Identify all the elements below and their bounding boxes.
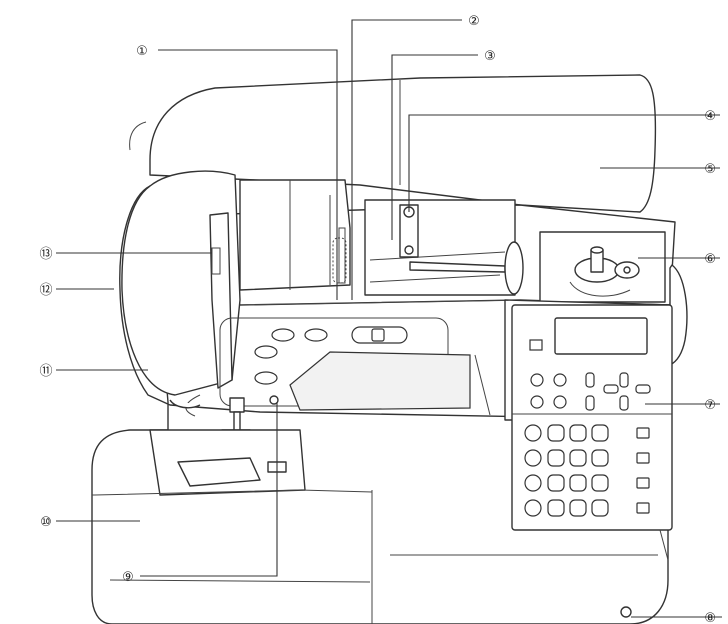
panel-square-button	[547, 424, 565, 442]
panel-square-button	[547, 499, 565, 517]
thread-guide-slot	[211, 247, 221, 275]
callout-11: ⑪	[39, 364, 52, 379]
callout-7: ⑦	[704, 398, 716, 413]
panel-square-button	[569, 449, 587, 467]
panel-square-button	[547, 449, 565, 467]
callouts: ① ② ③ ④ ⑤ ⑥ ⑦ ⑧ ⑨ ⑩ ⑪ ⑫ ⑬	[39, 14, 716, 624]
top-cover	[149, 74, 657, 213]
callout-9: ⑨	[122, 570, 134, 585]
panel-small-square-button	[636, 452, 650, 464]
leader-lines	[56, 19, 722, 618]
panel-small-button	[529, 339, 543, 351]
front-buttons	[254, 326, 408, 385]
panel-square-button	[591, 449, 609, 467]
panel-buttons-upper	[530, 372, 651, 411]
panel-round-button	[524, 474, 542, 492]
callout-10: ⑩	[40, 515, 52, 530]
callout-6: ⑥	[704, 252, 716, 267]
callout-3: ③	[484, 49, 496, 64]
panel-square-button	[569, 474, 587, 492]
panel-square-button	[591, 499, 609, 517]
panel-square-button	[591, 424, 609, 442]
panel-buttons-lower	[524, 424, 650, 517]
panel-square-button	[569, 424, 587, 442]
callout-4: ④	[704, 109, 716, 124]
callout-12: ⑫	[39, 283, 52, 298]
panel-square-button	[547, 474, 565, 492]
panel-small-square-button	[636, 427, 650, 439]
panel-square-button	[591, 474, 609, 492]
panel-round-button	[524, 499, 542, 517]
panel-small-square-button	[636, 502, 650, 514]
callout-1: ①	[136, 44, 148, 59]
panel-round-button	[524, 449, 542, 467]
callout-2: ②	[468, 14, 480, 29]
sewing-machine	[91, 74, 688, 624]
lcd-screen	[554, 317, 648, 355]
callout-5: ⑤	[704, 162, 716, 177]
callout-8: ⑧	[704, 611, 716, 624]
panel-small-square-button	[636, 477, 650, 489]
panel-round-button	[524, 424, 542, 442]
power-switch	[620, 606, 632, 618]
panel-square-button	[569, 499, 587, 517]
callout-13: ⑬	[39, 247, 52, 262]
operation-panel	[511, 304, 673, 531]
